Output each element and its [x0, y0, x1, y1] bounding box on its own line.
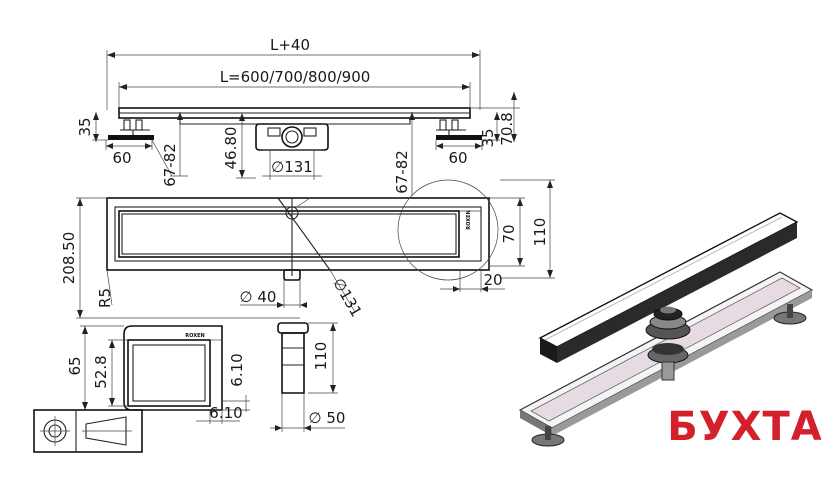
detail-outer-profile: [123, 325, 223, 411]
dim-flange: 20: [483, 271, 502, 289]
outlet-pipe: [281, 332, 305, 394]
dim-detail-inner-height: 52.8: [92, 355, 110, 388]
detail-callout-circle: [397, 179, 499, 281]
dim-pipe-length: 110: [312, 342, 330, 371]
dim-channel-width: 110: [531, 218, 549, 247]
render-grate: [538, 212, 799, 363]
dim-length-options: L=600/700/800/900: [220, 68, 371, 86]
detail-grate-profile: [127, 339, 211, 407]
dim-overall-length: L+40: [270, 36, 310, 54]
brand-label-detail: ROXEN: [185, 333, 204, 339]
dim-adjust-range-right: 67-82: [393, 150, 411, 194]
dim-pipe-diameter: ∅ 40: [240, 288, 277, 306]
dim-foot-width-right: 60: [448, 149, 467, 167]
section-symbol-frame: [33, 409, 143, 453]
section-symbol: [33, 409, 143, 453]
left-adjustable-foot: [108, 119, 154, 140]
dim-radius: R5: [96, 288, 114, 308]
dim-pipe-diameter-bottom: ∅ 50: [309, 409, 346, 427]
outlet-body: [255, 123, 329, 151]
brand-label-plan: ROXEN: [466, 210, 472, 229]
dim-total-height: 70.8: [498, 112, 516, 145]
dim-foot-height-left: 35: [76, 117, 94, 136]
elevation-view: L+40 L=600/700/800/900: [76, 36, 520, 196]
dim-detail-height: 65: [66, 356, 84, 375]
dim-foot-width-left: 60: [112, 149, 131, 167]
detail-view: ROXEN 65 52.8 6.10 6.10: [66, 325, 250, 424]
dim-outlet-diameter: ∅131: [271, 158, 313, 176]
shop-watermark-logo: БУХТА: [667, 404, 822, 450]
render-feet: [531, 304, 807, 447]
right-adjustable-foot: [436, 119, 482, 140]
grate-insert: [118, 210, 460, 258]
dim-foot-height-right: 35: [479, 128, 497, 147]
plan-view: ROXEN 208.50 R5 ∅ 40 ∅131: [60, 179, 555, 320]
dim-outlet-height: 46.80: [222, 127, 240, 170]
dim-overall-width: 208.50: [60, 232, 78, 285]
channel-outer-frame: [106, 197, 490, 271]
dim-detail-edge-horizontal: 6.10: [209, 404, 242, 422]
product-3d-render: [518, 212, 814, 447]
dim-grate-width: 70: [500, 224, 518, 243]
dim-detail-edge-vertical: 6.10: [228, 353, 246, 386]
dim-adjust-range-left: 67-82: [161, 143, 179, 187]
outlet-pipe-end: [281, 126, 303, 148]
render-outlet: [645, 306, 691, 381]
outlet-pipe-view: 110 ∅ 50: [270, 322, 346, 432]
dim-outlet-diameter-plan: ∅131: [329, 275, 365, 320]
